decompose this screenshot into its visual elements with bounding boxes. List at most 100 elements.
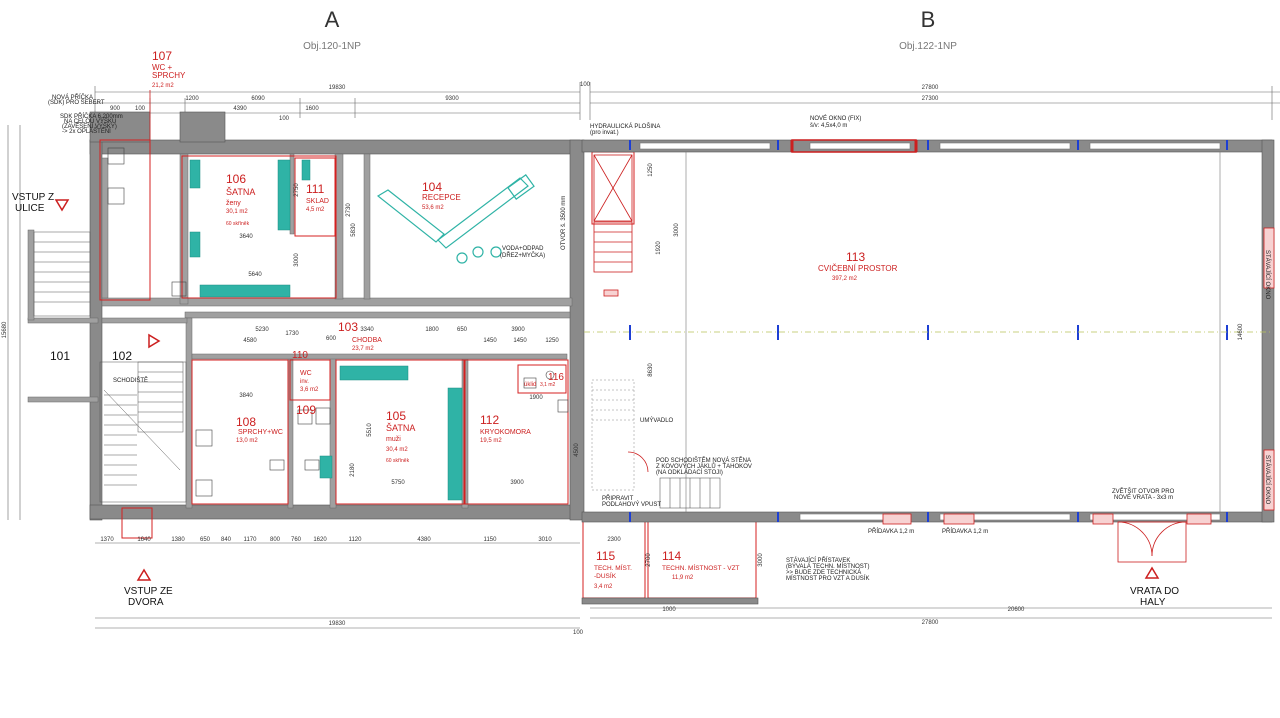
dim-top-a-2: 4390 [233, 106, 247, 112]
dim-bottom-a-5: 1170 [244, 537, 258, 543]
dim-v-a-5: 2730 [346, 203, 352, 217]
dim-right-total: 14600 [1238, 323, 1244, 340]
entrance-street-l2: ULICE [15, 203, 45, 214]
walls-section-a [27, 111, 585, 521]
room-110-area: 3,6 m2 [300, 387, 319, 393]
room-104-area: 53,6 m2 [422, 205, 444, 211]
stair-label: SCHODIŠTĚ [113, 376, 148, 384]
note-water-l2: (DŘEZ+MYČKA) [500, 251, 545, 259]
room-107-name: WC + SPRCHY [152, 63, 186, 80]
note-podlah-l1: PŘIPRAVIT [602, 494, 634, 502]
room-115-name-l1: TECH. MÍST. [594, 563, 632, 572]
room-116-area: 3,1 m2 [540, 382, 556, 388]
note-sink: UMÝVADLO [640, 417, 674, 424]
room-106-name-l2: ženy [226, 200, 241, 207]
room-108-number: 108 [236, 415, 256, 429]
room-116-name: úklid [524, 382, 536, 388]
room-113-number: 113 [846, 250, 865, 264]
note-stav-right2: STÁVAJÍCÍ OKNO [1264, 455, 1271, 505]
dim-b-total-top2: 27300 [922, 96, 939, 102]
room-103-area: 23,7 m2 [352, 346, 374, 352]
dim-row103-0: 5230 [255, 327, 269, 333]
dim-misc-0: 3640 [239, 234, 253, 240]
room-101-number: 101 [50, 349, 70, 363]
dim-bottom-a-11: 1150 [484, 537, 498, 543]
entrance-yard-l1: VSTUP ZE [124, 586, 173, 597]
room-106-note: 60 skříněk [226, 221, 250, 227]
note-sdk: SDK PŘÍČKA 6,200mm NA CELOU VÝŠKU (ZAVĚŠ… [60, 112, 124, 135]
note-sdk-l3: (ZAVĚŠENÍ VÝŠKY) [62, 122, 117, 130]
room-115-area: 3,4 m2 [594, 584, 613, 590]
dim-a-total-bottom: 19830 [329, 621, 346, 627]
room-108-name: SPRCHY+WC [238, 429, 283, 436]
room-105-name: ŠATNA muži [386, 423, 417, 443]
dim-row103b-3: 1450 [513, 338, 527, 344]
note-stair-wall-l1: POD SCHODIŠTĚM NOVÁ STĚNA [656, 456, 751, 464]
room-106-number: 106 [226, 172, 246, 186]
dim-row103-2: 3340 [360, 327, 374, 333]
dimension-lines-bottom-a [95, 542, 580, 629]
dim-bottom-a-6: 800 [270, 537, 281, 543]
dim-misc-3: 5750 [391, 480, 405, 486]
entrance-hall-gate-l1: VRATA DO [1130, 586, 1179, 597]
room-110-name: WC inv. [300, 370, 314, 385]
note-new-window: NOVÉ OKNO (FIX) š/v: 4,5x4,0 m [810, 115, 863, 129]
dim-top-a-4: 1600 [305, 106, 319, 112]
stair-hall-bottom [659, 477, 721, 509]
note-pristavek: STÁVAJÍCÍ PŘÍSTAVEK (BÝVALÁ TECHN. MÍSTN… [786, 556, 871, 582]
room-113-name: CVIČEBNÍ PROSTOR [818, 264, 898, 273]
room-104-number: 104 [422, 180, 442, 194]
dim-misc-4: 3900 [510, 480, 524, 486]
dim-top-a-0: 900 [110, 106, 121, 112]
note-stav-right1: STÁVAJÍCÍ OKNO [1264, 250, 1271, 300]
room-106-name-l1: ŠATNA [226, 187, 255, 197]
dim-row103b-1: 600 [326, 336, 337, 342]
stair-hall-lower [591, 379, 635, 491]
room-105-area: 30,4 m2 [386, 447, 408, 453]
entrance-yard-l2: DVORA [128, 597, 164, 608]
section-a-subtitle: Obj.120-1NP [303, 41, 361, 52]
dim-bottom-a-7: 760 [291, 537, 302, 543]
dim-a-total-top: 19830 [329, 85, 346, 91]
dim-h-b-2: 1920 [656, 241, 662, 255]
dimension-lines-top [94, 82, 1280, 120]
note-pristavek-l1: STÁVAJÍCÍ PŘÍSTAVEK [786, 556, 850, 564]
section-a-letter: A [325, 7, 340, 32]
note-enlarge: ZVĚTŠIT OTVOR PRO NOVÉ VRATA - 3x3 m [1112, 487, 1176, 501]
note-podlah-l2: PODLAHOVÝ VPUST [602, 501, 661, 508]
note-stair-wall: POD SCHODIŠTĚM NOVÁ STĚNA Z KOVOVÝCH JÄK… [656, 456, 754, 476]
dim-row103b-2: 1450 [483, 338, 497, 344]
dim-misc-2: 3840 [239, 393, 253, 399]
dim-b-bottom: 27800 [922, 620, 939, 626]
dim-bottom-a-0: 1370 [100, 537, 114, 543]
dim-bottom-a-10: 4380 [417, 537, 431, 543]
dim-top-a2-0: 100 [135, 106, 146, 112]
dim-misc-11: 1000 [662, 607, 676, 613]
note-pristavek-l3: >> BUDE ZDE TECHNICKÁ [786, 569, 861, 576]
dim-bottom-a-3: 650 [200, 537, 211, 543]
dim-row103b-4: 1250 [545, 338, 559, 344]
room-105-name-l1: ŠATNA [386, 423, 415, 433]
note-new-window-l2: š/v: 4,5x4,0 m [810, 123, 847, 129]
room-106-name: ŠATNA ženy [226, 187, 257, 207]
dim-misc-5: 2180 [350, 463, 356, 477]
entrance-street-marker [54, 199, 70, 212]
room-102-number: 102 [112, 349, 132, 363]
dim-b-total-top: 27800 [922, 85, 939, 91]
room-112-number: 112 [480, 413, 499, 427]
dim-row103b-0: 4580 [243, 338, 257, 344]
room-108-area: 13,0 m2 [236, 438, 258, 444]
dim-row103-1: 1730 [285, 331, 299, 337]
dim-v-a-7: 3000 [294, 253, 300, 267]
dim-misc-7: 1900 [529, 395, 543, 401]
sanitary-fixtures [107, 147, 569, 497]
note-nova-pricka-l2: (SDK) PRO SEBERT [48, 100, 105, 106]
room-113-area: 397,2 m2 [832, 276, 858, 282]
dim-top-a-3: 6090 [251, 96, 265, 102]
reception-counter [376, 174, 535, 264]
room-105-note: 60 skříněk [386, 458, 410, 464]
lockers-106 [189, 159, 311, 298]
dim-h-b-4: 4500 [574, 443, 580, 457]
hall-gate-marker [1144, 566, 1160, 579]
